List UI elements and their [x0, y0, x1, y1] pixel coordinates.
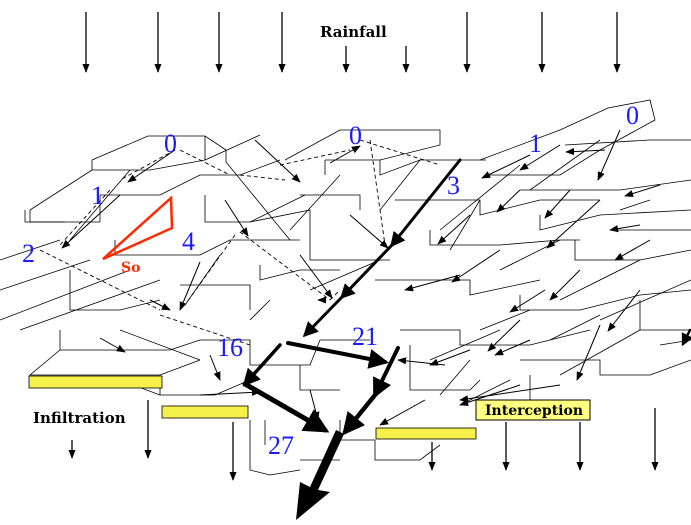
channel-arrow	[339, 243, 394, 300]
flow-arrow	[576, 324, 601, 381]
flow-arrow	[487, 319, 521, 352]
flow-arrow	[519, 144, 561, 171]
interception-box	[475, 399, 591, 421]
flow-arrow	[509, 289, 546, 313]
slope-triangle	[102, 195, 174, 261]
flow-count: 1	[91, 181, 104, 210]
flow-arrow	[597, 129, 621, 181]
flow-arrow	[494, 339, 531, 356]
slope-label: So	[121, 260, 140, 276]
flow-count: 27	[268, 431, 294, 460]
flow-arrow	[397, 357, 446, 366]
infiltration-layers	[28, 375, 477, 440]
channel-arrow	[390, 158, 462, 248]
flow-arrow	[546, 199, 601, 249]
infiltration-layer	[28, 375, 163, 389]
flow-arrow	[565, 147, 606, 156]
infiltration-layer	[161, 405, 249, 419]
flow-arrow	[349, 214, 389, 249]
flow-arrow	[379, 399, 426, 426]
flow-arrow	[329, 145, 361, 164]
dashed-flow-lines	[39, 139, 441, 346]
flow-arrow	[209, 354, 221, 381]
channel-arrow	[242, 343, 282, 387]
infiltration-label: Infiltration	[33, 409, 126, 427]
flow-arrow	[309, 389, 320, 421]
flow-count: 2	[22, 239, 35, 268]
flow-arrow	[459, 384, 561, 403]
channel-arrow	[342, 392, 378, 436]
flow-arrow	[609, 224, 641, 233]
flow-arrow	[607, 289, 641, 332]
channel-arrow	[242, 381, 330, 433]
flow-count: 0	[626, 101, 639, 130]
flow-arrow	[61, 194, 121, 249]
flow-arrow	[544, 189, 571, 219]
flow-arrow	[481, 154, 531, 179]
flow-count: 1	[529, 129, 542, 158]
flow-arrow	[224, 199, 249, 237]
terrain-steps	[0, 99, 691, 476]
flow-arrow	[127, 149, 176, 183]
flow-count: 16	[217, 333, 243, 362]
rainfall-label: Rainfall	[320, 23, 387, 41]
outlet-arrow	[296, 430, 344, 520]
thin-flow-arrows	[61, 129, 661, 426]
flow-arrow	[624, 184, 661, 198]
flow-arrow	[429, 349, 471, 366]
flow-count: 3	[447, 171, 460, 200]
channel-arrow	[286, 341, 389, 369]
flow-count: 21	[352, 322, 378, 351]
channel-arrow	[302, 295, 344, 338]
flow-arrow	[614, 239, 651, 261]
flow-count: 0	[349, 121, 362, 150]
channel-arrow	[681, 328, 691, 347]
infiltration-layer	[375, 427, 477, 440]
flow-arrow	[451, 249, 501, 283]
flow-arrow	[199, 388, 261, 397]
flow-arrow	[496, 189, 521, 213]
flow-arrow	[549, 269, 581, 301]
flow-arrow	[254, 139, 301, 183]
flow-arrow	[437, 214, 471, 245]
flow-count: 0	[164, 129, 177, 158]
flow-arrow	[404, 274, 461, 292]
infiltration-arrows	[68, 400, 659, 481]
flow-arrow	[179, 261, 201, 311]
flow-arrow	[99, 337, 126, 353]
channel-arrow	[373, 346, 400, 399]
rainfall-arrows	[82, 12, 621, 73]
interception-label: Interception	[485, 403, 583, 419]
flow-counts: 0 0 0 1 1 2 3 4 16 21 27	[22, 101, 639, 460]
flow-count: 4	[182, 227, 195, 256]
flow-arrow	[149, 299, 171, 311]
main-channel-arrows	[242, 158, 691, 436]
flow-arrow	[299, 254, 333, 299]
